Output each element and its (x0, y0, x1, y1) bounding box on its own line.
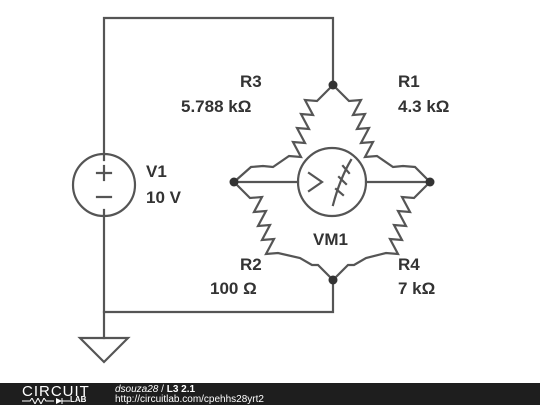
junction-nodes (229, 80, 435, 285)
meter-arrow-icon (307, 171, 324, 193)
resistor-r1[interactable] (332, 84, 431, 183)
node-right (425, 177, 435, 187)
v1-name-label: V1 (146, 162, 167, 181)
r4-name-label: R4 (398, 255, 420, 274)
ground-symbol (77, 336, 131, 364)
r2-name-label: R2 (240, 255, 262, 274)
meter-needle-icon (331, 158, 353, 207)
r1-value-label: 4.3 kΩ (398, 97, 450, 116)
circuit-name: L3 2.1 (166, 384, 196, 395)
wire-top (102, 16, 335, 162)
node-bottom (328, 275, 338, 285)
resistor-r3[interactable] (233, 84, 334, 183)
logo-circuit-text: CIRCUIT (22, 383, 90, 400)
logo-lab-text: LAB (70, 395, 87, 404)
wire-bottom (102, 208, 335, 314)
resistor-r4[interactable] (332, 181, 431, 281)
v1-value-label: 10 V (146, 188, 181, 207)
r2-value-label: 100 Ω (210, 279, 257, 298)
voltmeter-vm1[interactable] (296, 146, 368, 218)
logo-resistor-icon (22, 398, 70, 404)
node-top (328, 80, 338, 90)
r1-name-label: R1 (398, 72, 420, 91)
resistor-r2[interactable] (233, 181, 334, 281)
r4-value-label: 7 kΩ (398, 279, 436, 298)
title-separator: / (158, 384, 167, 395)
circuit-title: dsouza28 / L3 2.1 (115, 384, 195, 395)
footer-bar: CIRCUIT LAB dsouza28 / L3 2.1 http://cir… (0, 383, 540, 405)
r3-name-label: R3 (240, 72, 262, 91)
voltage-source-v1[interactable] (71, 152, 137, 218)
circuit-url-link[interactable]: http://circuitlab.com/cpehhs28yrt2 (115, 394, 264, 405)
author-link[interactable]: dsouza28 (115, 384, 159, 395)
node-left (229, 177, 239, 187)
wires (102, 16, 432, 340)
vm1-name-label: VM1 (313, 230, 348, 249)
r3-value-label: 5.788 kΩ (181, 97, 252, 116)
